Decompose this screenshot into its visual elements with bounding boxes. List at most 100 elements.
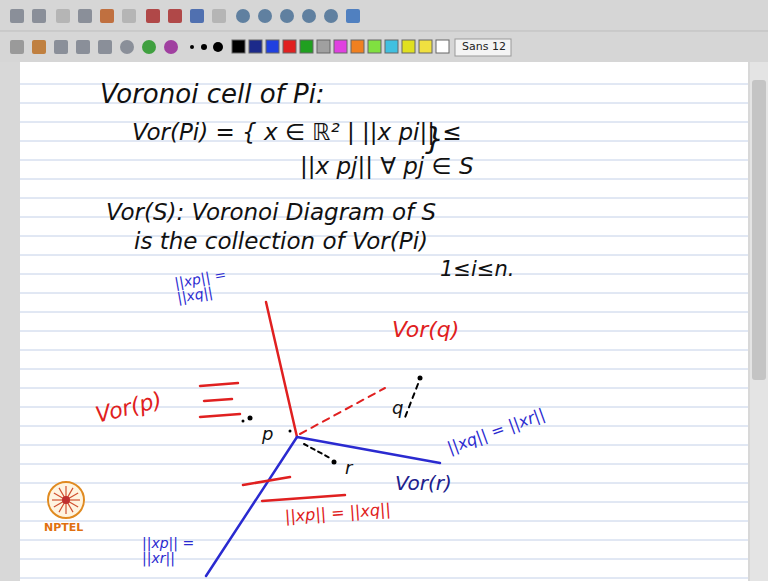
ruled-lines	[20, 84, 748, 578]
handwritten-brace: }	[425, 122, 444, 155]
ruled-line	[20, 559, 748, 560]
site-label: p	[262, 424, 273, 444]
handwritten-heading: Voronoi cell of Pi:	[100, 80, 325, 109]
bisector-line	[266, 302, 297, 437]
tool-icon	[164, 40, 178, 54]
tool-icon	[236, 9, 250, 23]
ruled-line	[20, 312, 748, 313]
bisector-line	[297, 437, 440, 463]
tool-icon	[280, 9, 294, 23]
hatch-line	[200, 414, 240, 417]
pen-size	[190, 45, 194, 49]
handwritten-formula: Vor(Pi) = { x ∈ ℝ² | ||x pi|| ≤	[132, 120, 462, 145]
hatch-line	[204, 399, 232, 401]
tool-icon	[258, 9, 272, 23]
tool-icon	[76, 40, 90, 54]
color-swatch	[419, 40, 432, 53]
color-swatch	[317, 40, 330, 53]
toolbar	[0, 0, 768, 62]
tool-icon	[120, 40, 134, 54]
color-swatch	[402, 40, 415, 53]
ruled-line	[20, 540, 748, 541]
font-selector: Sans 12	[462, 41, 506, 53]
handwritten-formula: ||x pj|| ∀ pj ∈ S	[300, 154, 474, 179]
color-swatch	[385, 40, 398, 53]
tool-icon	[56, 9, 70, 23]
logo-spokes	[52, 486, 80, 514]
tool-icon	[212, 9, 226, 23]
ruled-line	[20, 274, 748, 275]
color-swatch	[300, 40, 313, 53]
ruled-line	[20, 464, 748, 465]
ruled-line	[20, 426, 748, 427]
ruled-line	[20, 445, 748, 446]
tool-icon	[346, 9, 360, 23]
ruled-line	[20, 521, 748, 522]
pen-size	[213, 42, 223, 52]
handwritten-note: 1≤i≤n.	[440, 258, 514, 281]
color-swatch	[368, 40, 381, 53]
ruled-line	[20, 331, 748, 332]
tool-icon	[32, 9, 46, 23]
dashed-line	[404, 384, 418, 420]
scrollbar-thumb	[752, 80, 766, 380]
ruled-line	[20, 483, 748, 484]
tool-icon	[168, 9, 182, 23]
site-label: q	[392, 398, 403, 418]
logo-ring	[48, 482, 84, 518]
color-palette	[232, 40, 449, 53]
site-point	[248, 416, 253, 421]
color-swatch	[334, 40, 347, 53]
cell-label: Vor(q)	[392, 318, 459, 342]
tool-icon	[100, 9, 114, 23]
bisector-label: ||xp|| = ||xr||	[142, 536, 208, 567]
nptel-logo	[48, 482, 84, 518]
tool-icon	[10, 40, 24, 54]
paper	[20, 62, 748, 581]
logo-center	[62, 496, 70, 504]
site-label: r	[345, 458, 352, 478]
color-swatch	[351, 40, 364, 53]
ruled-line	[20, 369, 748, 370]
dashed-line	[304, 444, 330, 458]
hatch-line	[243, 477, 290, 485]
tool-icon	[78, 9, 92, 23]
site-point	[289, 430, 292, 433]
toolbar-divider	[0, 31, 768, 32]
font-box	[455, 39, 511, 56]
ruled-line	[20, 293, 748, 294]
ruled-line	[20, 255, 748, 256]
tool-icon	[302, 9, 316, 23]
site-point	[332, 460, 337, 465]
tool-icon	[98, 40, 112, 54]
tool-icon	[324, 9, 338, 23]
site-point	[418, 376, 423, 381]
scrollbar	[750, 62, 768, 581]
tool-icon	[32, 40, 46, 54]
color-swatch	[232, 40, 245, 53]
voronoi-illustration	[200, 302, 440, 576]
tool-icon	[142, 40, 156, 54]
hatch-line	[200, 383, 238, 386]
color-swatch	[249, 40, 262, 53]
site-point	[242, 420, 245, 423]
color-swatch	[436, 40, 449, 53]
toolbar-icons	[10, 9, 360, 54]
bisector-line	[206, 437, 297, 576]
color-swatch	[266, 40, 279, 53]
dashed-line	[300, 388, 385, 434]
logo-text: NPTEL	[44, 522, 83, 534]
ruled-line	[20, 578, 748, 579]
ruled-line	[20, 350, 748, 351]
color-swatch	[283, 40, 296, 53]
handwritten-note: is the collection of Vor(Pi)	[134, 229, 428, 254]
tool-icon	[190, 9, 204, 23]
pen-size	[201, 44, 207, 50]
hatch-line	[262, 495, 345, 501]
cell-label: Vor(r)	[395, 472, 452, 494]
tool-icon	[122, 9, 136, 23]
handwritten-note: Vor(S): Voronoi Diagram of S	[106, 200, 436, 225]
tool-icon	[10, 9, 24, 23]
tool-icon	[54, 40, 68, 54]
